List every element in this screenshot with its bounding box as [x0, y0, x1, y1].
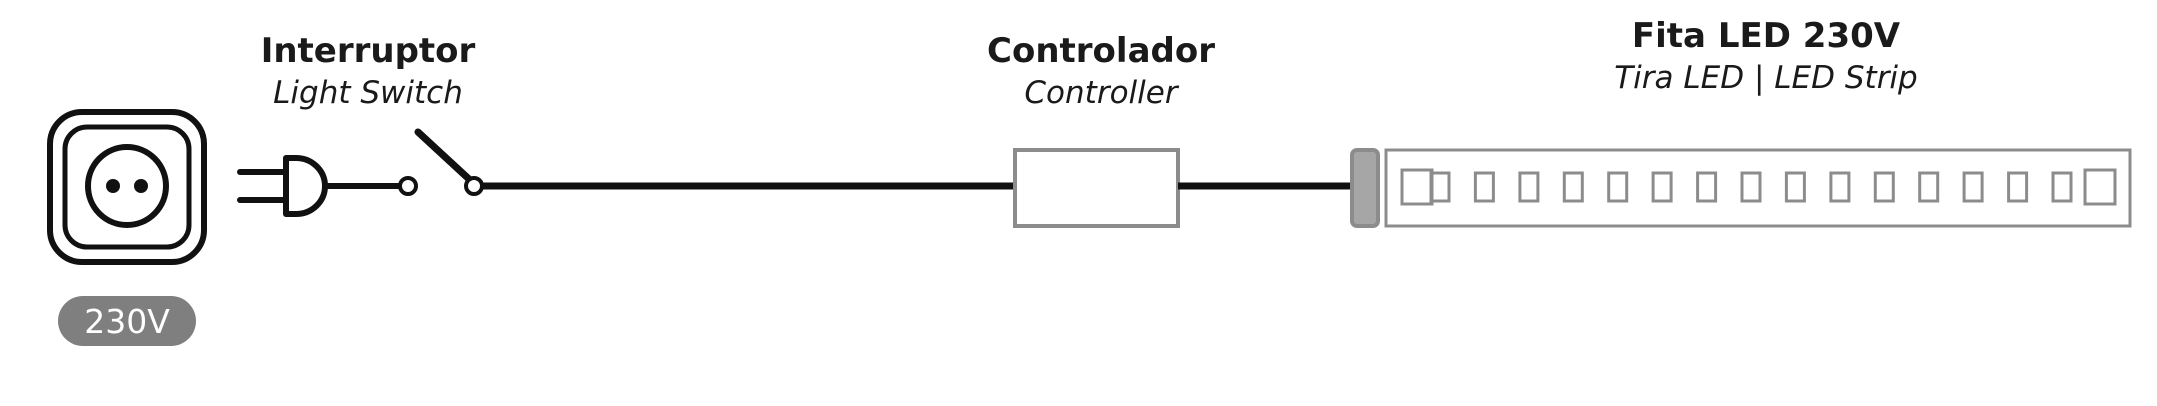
plug-icon — [237, 155, 328, 217]
led-chip — [1918, 171, 1940, 203]
controller-box — [1013, 148, 1180, 228]
wall-outlet-icon — [47, 109, 207, 265]
led-strip-title: Fita LED 230V — [1632, 16, 1901, 56]
led-chip — [1873, 171, 1895, 203]
controller-title: Controlador — [987, 31, 1215, 71]
led-strip — [1384, 148, 2132, 228]
strip-end-pad-right — [2083, 168, 2117, 206]
led-chip — [1696, 171, 1718, 203]
led-chip — [1784, 171, 1806, 203]
led-chip — [1651, 171, 1673, 203]
switch-symbol-icon — [398, 128, 484, 196]
led-chip — [2051, 171, 2073, 203]
voltage-badge: 230V — [58, 296, 196, 346]
led-chip — [2007, 171, 2029, 203]
led-chip — [1562, 171, 1584, 203]
led-strip-body — [1384, 148, 2132, 228]
led-chip — [1740, 171, 1762, 203]
led-chip — [1829, 171, 1851, 203]
led-chip — [1473, 171, 1495, 203]
led-chip-group — [1429, 171, 2073, 203]
voltage-badge-label: 230V — [84, 302, 170, 341]
led-chip — [1518, 171, 1540, 203]
switch-subtitle: Light Switch — [273, 75, 463, 111]
strip-connector — [1350, 148, 1380, 228]
led-chip — [1607, 171, 1629, 203]
led-chip — [1429, 171, 1451, 203]
led-strip-subtitle: Tira LED | LED Strip — [1614, 60, 1917, 96]
controller-subtitle: Controller — [1024, 75, 1179, 111]
led-chip — [1962, 171, 1984, 203]
switch-title: Interruptor — [261, 31, 476, 71]
